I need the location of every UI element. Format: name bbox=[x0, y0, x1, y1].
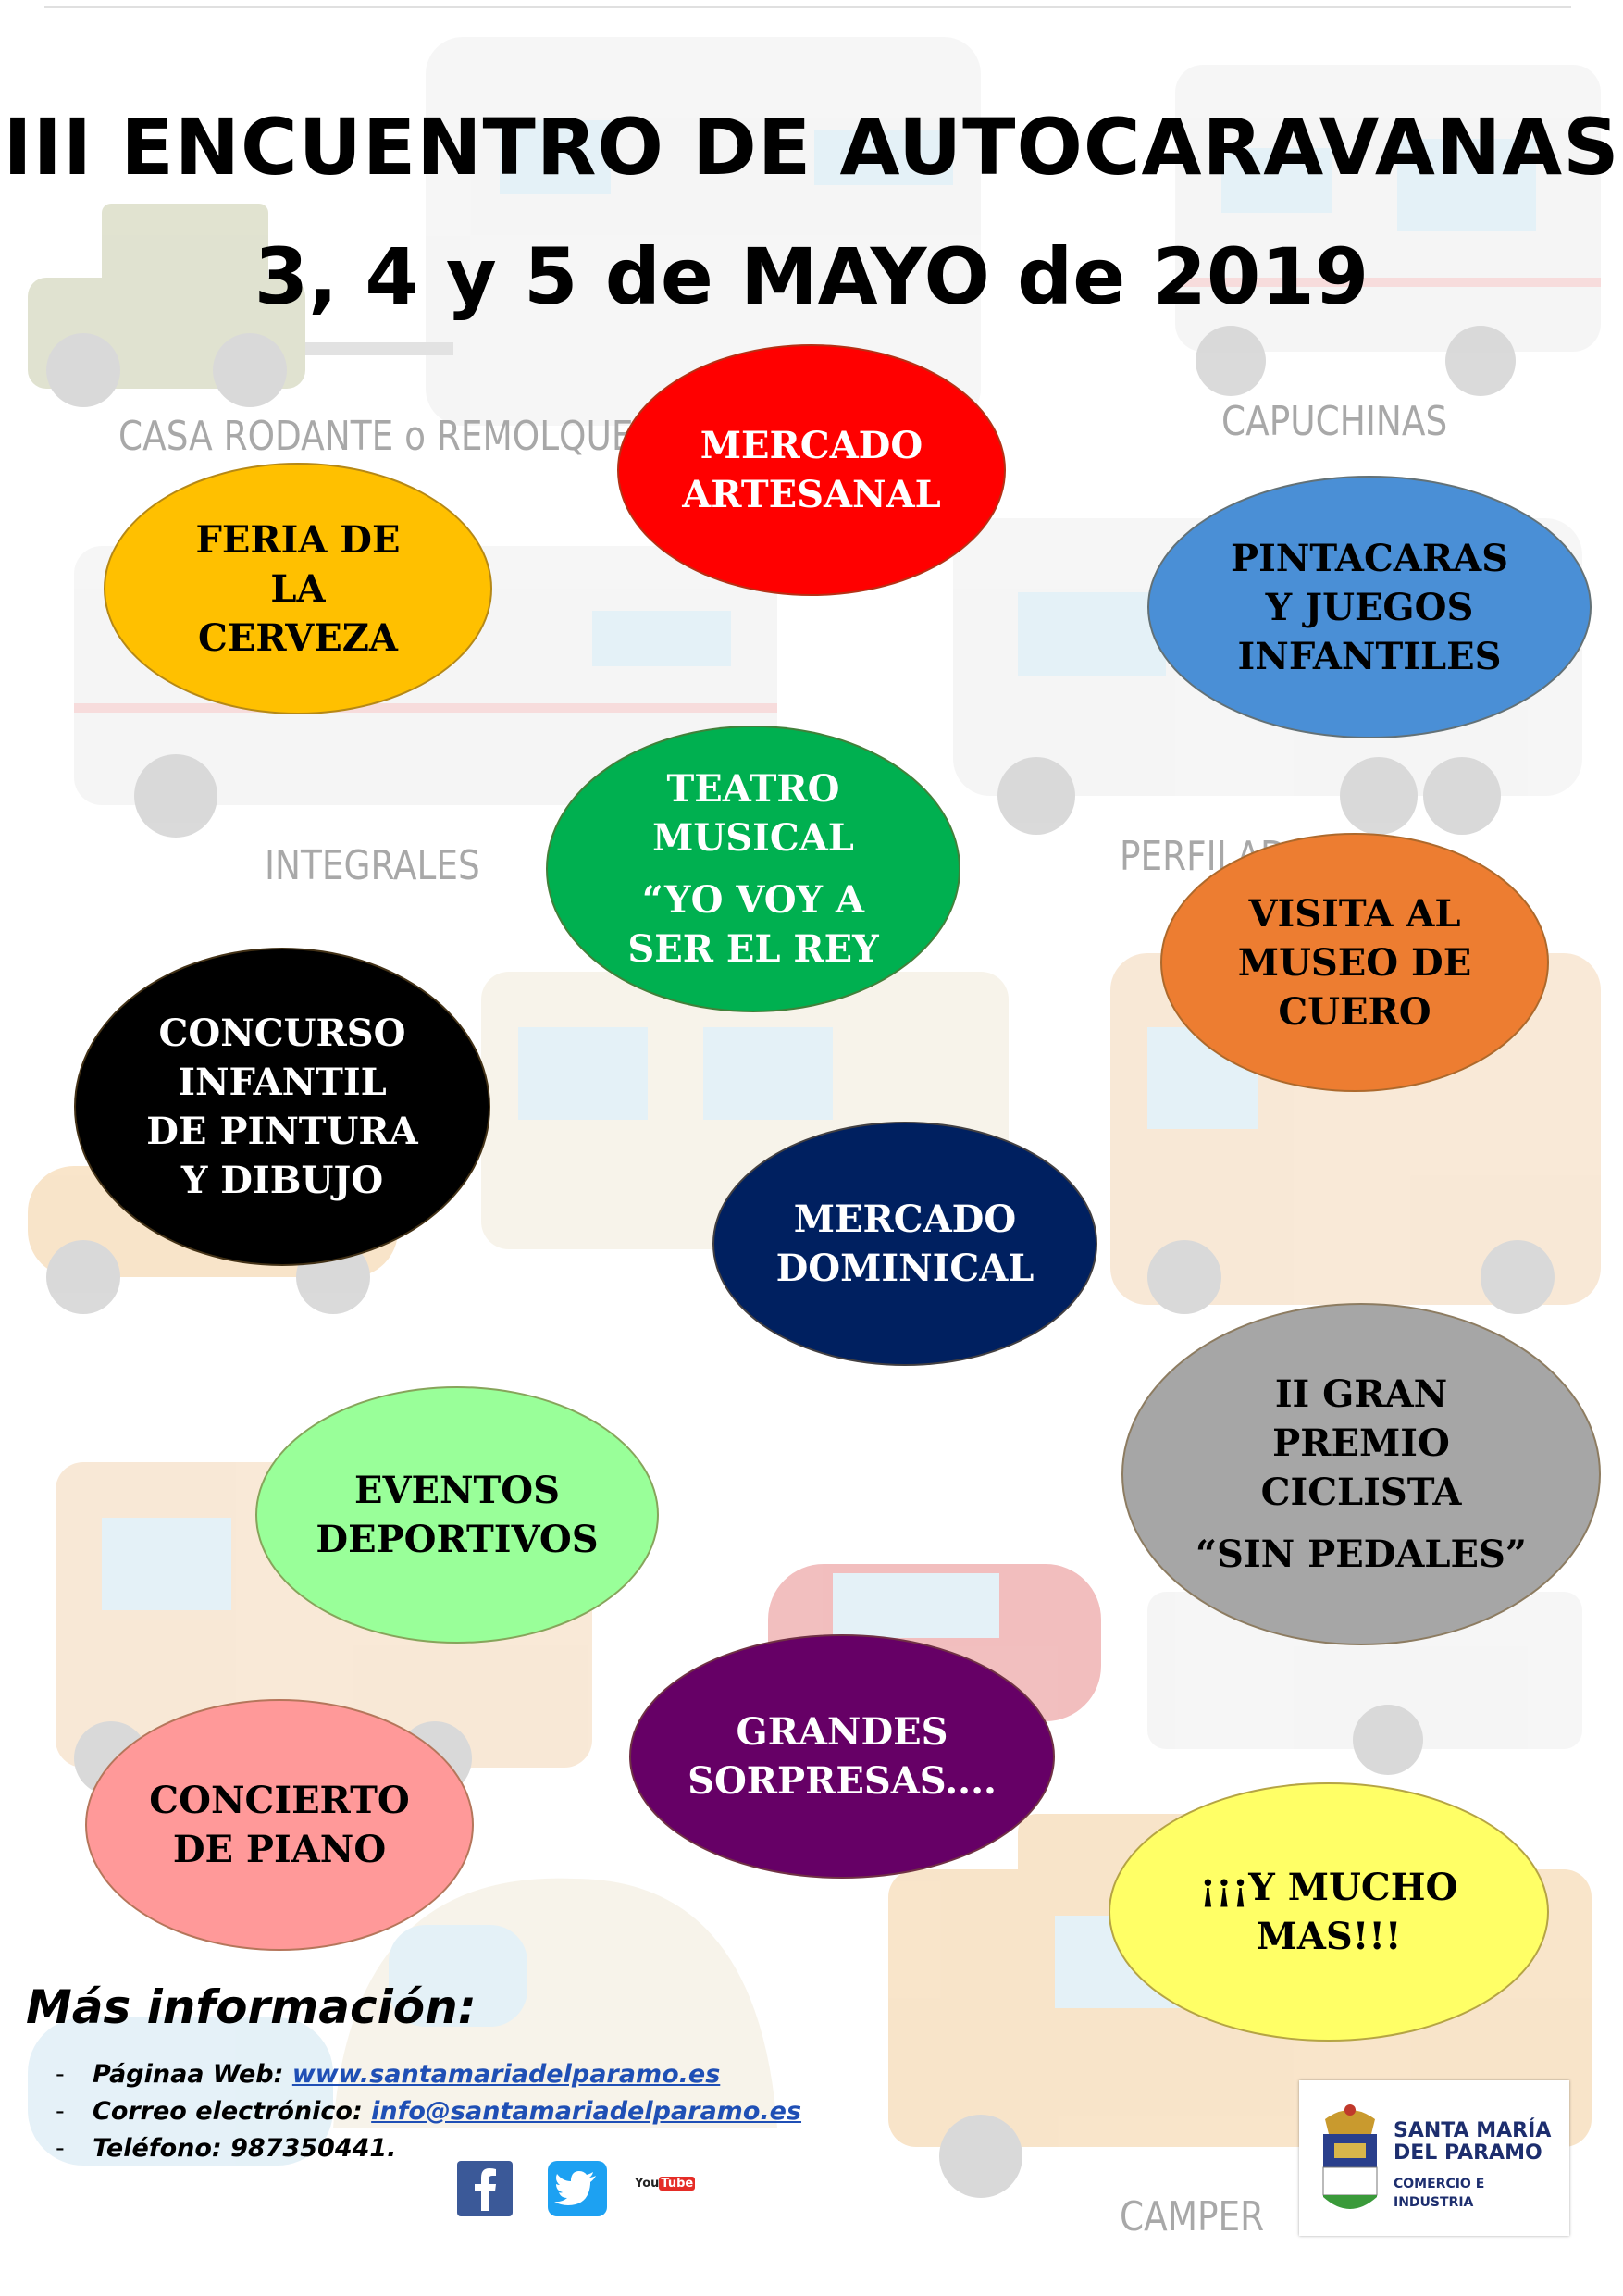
top-border-line bbox=[44, 6, 1571, 8]
web-link[interactable]: www.santamariadelparamo.es bbox=[291, 2060, 721, 2089]
bubble-line: VISITA AL bbox=[1248, 891, 1461, 936]
contact-list: -Páginaa Web: www.santamariadelparamo.es… bbox=[56, 2056, 801, 2167]
bubble-line: SER EL REY bbox=[627, 927, 879, 971]
bg-label-capuchinas: CAPUCHINAS bbox=[1221, 398, 1448, 445]
bubble-mercado-dominical: MERCADO DOMINICAL bbox=[712, 1122, 1097, 1366]
bubble-line: “SIN PEDALES” bbox=[1196, 1533, 1527, 1576]
bubble-line: CONCIERTO bbox=[149, 1779, 410, 1822]
event-dates: 3, 4 y 5 de MAYO de 2019 bbox=[254, 231, 1369, 322]
bubble-grandes-sorpresas: GRANDES SORPRESAS.... bbox=[629, 1634, 1055, 1879]
bubble-line: Y DIBUJO bbox=[180, 1159, 384, 1202]
bubble-line: MUSICAL bbox=[652, 816, 854, 860]
bubble-line: “YO VOY A bbox=[641, 878, 865, 922]
bubble-line: MAS!!! bbox=[1256, 1915, 1402, 1958]
logo-line-3: COMERCIO E bbox=[1394, 2177, 1485, 2191]
bubble-concurso-pintura: CONCURSO INFANTIL DE PINTURA Y DIBUJO bbox=[74, 948, 490, 1266]
email-label: Correo electrónico: bbox=[93, 2097, 363, 2126]
email-link[interactable]: info@santamariadelparamo.es bbox=[371, 2097, 802, 2126]
bg-label-camper: CAMPER bbox=[1120, 2193, 1265, 2240]
bubble-line: II GRAN bbox=[1274, 1372, 1448, 1416]
contact-web-row: -Páginaa Web: www.santamariadelparamo.es bbox=[56, 2060, 721, 2089]
bg-label-integrales: INTEGRALES bbox=[265, 842, 480, 889]
bubble-line: INFANTIL bbox=[178, 1061, 387, 1104]
phone-value: 987350441. bbox=[230, 2134, 397, 2163]
bubble-line: CUERO bbox=[1278, 989, 1431, 1034]
facebook-icon[interactable] bbox=[457, 2161, 513, 2220]
bg-label-casa-rodante: CASA RODANTE o REMOLQUE bbox=[118, 413, 634, 460]
bubble-line: PREMIO bbox=[1272, 1421, 1450, 1465]
bubble-line: DE PINTURA bbox=[146, 1110, 418, 1153]
bubble-line: TEATRO bbox=[666, 767, 840, 811]
coat-of-arms-icon bbox=[1322, 2104, 1378, 2209]
bubble-gran-premio-ciclista: II GRAN PREMIO CICLISTA “SIN PEDALES” bbox=[1121, 1303, 1601, 1645]
bubble-line: ARTESANAL bbox=[682, 473, 941, 516]
bubble-teatro-musical: TEATRO MUSICAL “YO VOY A SER EL REY bbox=[546, 726, 960, 1012]
bubble-line: CICLISTA bbox=[1260, 1471, 1462, 1514]
bubble-line: PINTACARAS bbox=[1231, 536, 1508, 580]
bubble-line: MERCADO bbox=[700, 424, 923, 467]
contact-email-row: -Correo electrónico: info@santamariadelp… bbox=[56, 2097, 802, 2126]
web-label: Páginaa Web: bbox=[93, 2060, 284, 2089]
logo-line-4: INDUSTRIA bbox=[1394, 2195, 1474, 2210]
bubble-line: MUSEO DE bbox=[1237, 940, 1472, 985]
bubble-line: CONCURSO bbox=[158, 1011, 406, 1055]
logo-line-2: DEL PARAMO bbox=[1394, 2141, 1542, 2165]
bubble-line: ¡¡¡Y MUCHO bbox=[1199, 1866, 1458, 1909]
bubble-eventos-deportivos: EVENTOS DEPORTIVOS bbox=[255, 1386, 659, 1644]
bubble-line: Y JUEGOS bbox=[1265, 585, 1474, 629]
bubble-line: LA bbox=[270, 566, 326, 611]
bubble-line: SORPRESAS.... bbox=[688, 1759, 997, 1803]
bubble-line: INFANTILES bbox=[1237, 634, 1502, 678]
municipal-logo: SANTA MARÍA DEL PARAMO COMERCIO E INDUST… bbox=[1299, 2080, 1569, 2236]
bubble-mercado-artesanal: MERCADO ARTESANAL bbox=[617, 344, 1006, 596]
bubble-line: EVENTOS bbox=[353, 1469, 561, 1512]
bubble-y-mucho-mas: ¡¡¡Y MUCHO MAS!!! bbox=[1109, 1782, 1549, 2042]
phone-label: Teléfono: bbox=[93, 2134, 222, 2163]
bubble-line: CERVEZA bbox=[198, 615, 398, 660]
bubble-line: DEPORTIVOS bbox=[316, 1518, 599, 1561]
more-info-heading: Más información: bbox=[26, 1980, 477, 2034]
contact-phone-row: -Teléfono: 987350441. bbox=[56, 2134, 397, 2163]
poster-title: III ENCUENTRO DE AUTOCARAVANAS bbox=[3, 102, 1620, 192]
logo-line-1: SANTA MARÍA bbox=[1394, 2119, 1552, 2142]
bubble-line: GRANDES bbox=[736, 1710, 948, 1754]
twitter-icon[interactable] bbox=[548, 2161, 607, 2220]
bubble-line: FERIA DE bbox=[195, 517, 401, 562]
bubble-concierto-piano: CONCIERTO DE PIANO bbox=[85, 1699, 474, 1951]
bubble-line: DE PIANO bbox=[172, 1828, 387, 1871]
bubble-line: MERCADO bbox=[793, 1198, 1017, 1241]
bubble-line: DOMINICAL bbox=[775, 1247, 1035, 1290]
bubble-pintacaras: PINTACARAS Y JUEGOS INFANTILES bbox=[1147, 476, 1592, 738]
